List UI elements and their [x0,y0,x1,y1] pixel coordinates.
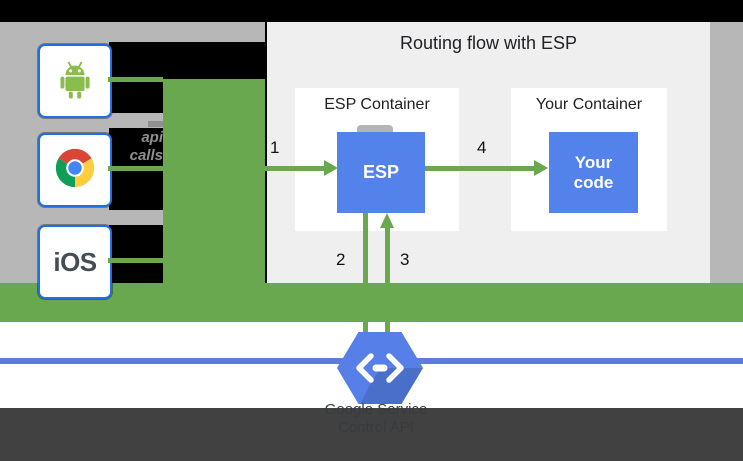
android-client-box [38,44,112,118]
android-connector-line [108,77,163,82]
right-gray-strip [710,22,743,283]
green-horizontal-bar [0,283,743,322]
esp-container-label: ESP Container [324,96,430,113]
your-container-label: Your Container [535,96,643,113]
top-gray-band [0,22,265,42]
gray-dash-artifact [148,121,164,127]
api-calls-note-line2: calls [129,147,163,164]
api-calls-note-line1: api [141,129,163,146]
mid-gray-band-2 [109,210,163,225]
endpoints-label-line2: Control API [338,419,414,436]
chrome-connector-line [108,166,163,171]
arrow-3-line [385,228,390,332]
chrome-client-box [38,133,112,207]
ios-client-box: iOS [38,225,112,299]
step-4-label: 4 [477,138,487,157]
endpoints-label: Google Service Control API [266,401,486,437]
cloud-endpoints-hexagon-icon [336,331,424,405]
chrome-logo-icon [52,145,98,196]
arrow-1-line [263,166,325,171]
footer-band [0,408,743,461]
arrow-3-head [380,213,394,228]
step-2-label: 2 [336,250,346,269]
step-3-label: 3 [400,250,410,269]
arrow-2-line [363,213,368,332]
arrow-4-head [534,160,548,176]
your-code-box: Your code [549,132,638,213]
panel-title: Routing flow with ESP [399,33,578,53]
arrow-4-line [425,166,535,171]
step-1-label: 1 [270,138,280,157]
green-vertical-bar [163,79,265,322]
esp-box: ESP [337,132,425,213]
android-robot-icon [52,56,98,107]
arrow-1-head [324,160,338,176]
your-code-label: Your code [573,152,614,192]
ios-label: iOS [53,246,97,277]
endpoints-label-line1: Google Service [324,401,428,418]
esp-box-label: ESP [362,162,400,182]
ios-connector-line [108,258,163,263]
